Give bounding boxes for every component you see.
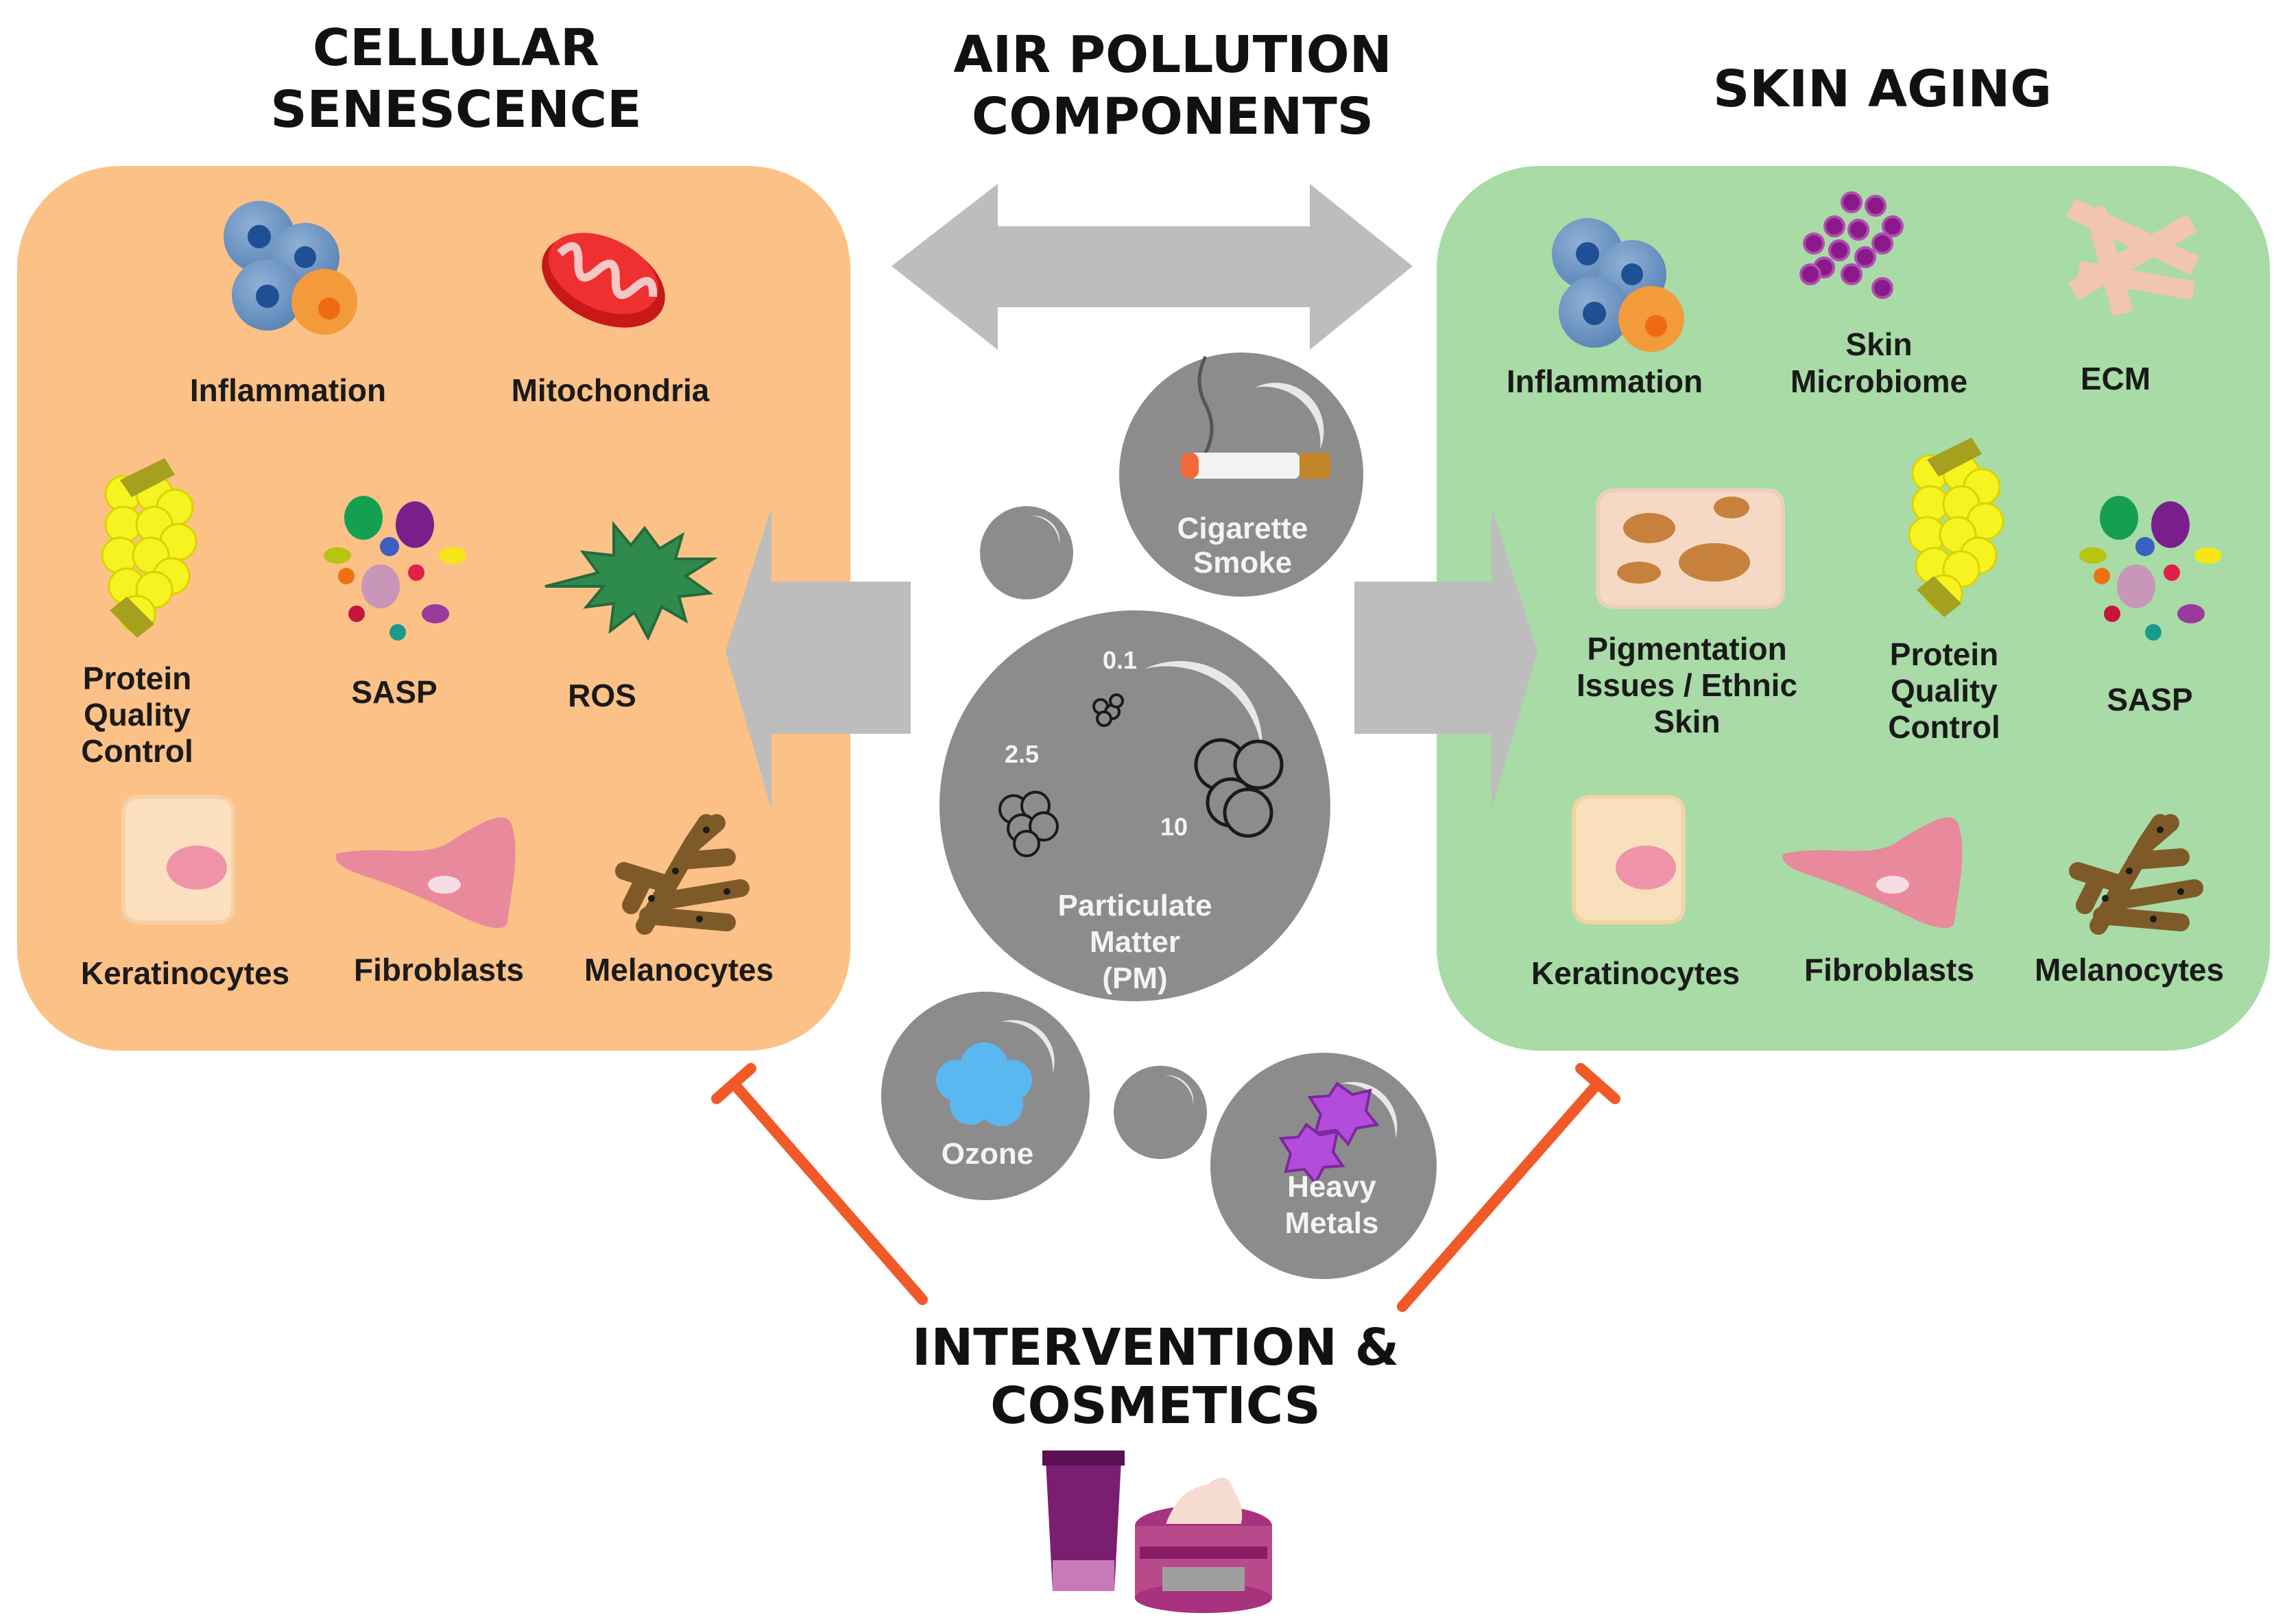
cigarette-smoke-bubble	[1119, 353, 1363, 597]
heavy-metals-label: Heavy Metals	[1285, 1170, 1379, 1240]
svg-text:Skin: Skin	[1845, 326, 1912, 362]
svg-text:Control: Control	[81, 733, 193, 769]
keratinocytes-label-left: Keratinocytes	[81, 955, 289, 991]
svg-text:Protein: Protein	[1890, 636, 1998, 672]
melanin-dots-left	[648, 826, 730, 922]
ozone-label: Ozone	[942, 1137, 1033, 1171]
svg-text:COSMETICS: COSMETICS	[990, 1376, 1321, 1435]
svg-text:Smoke: Smoke	[1193, 546, 1292, 580]
svg-text:Control: Control	[1888, 709, 2000, 745]
pigmentation-label: Pigmentation Issues / Ethnic Skin	[1577, 631, 1797, 739]
ros-icon	[544, 521, 718, 641]
melanocytes-label-right: Melanocytes	[2035, 952, 2224, 988]
inflammation-label-left: Inflammation	[190, 372, 386, 408]
svg-text:Quality: Quality	[84, 697, 191, 732]
protein-quality-icon-right	[1908, 438, 2004, 617]
svg-text:Matter: Matter	[1090, 925, 1180, 959]
pm-size-10: 10	[1160, 813, 1188, 841]
svg-text:CELLULAR: CELLULAR	[313, 19, 599, 77]
svg-text:SKIN AGING: SKIN AGING	[1713, 60, 2052, 119]
svg-text:Microbiome: Microbiome	[1791, 363, 1967, 399]
svg-text:SENESCENCE: SENESCENCE	[270, 80, 641, 139]
ecm-label: ECM	[2081, 361, 2151, 396]
small-bubble-bottom	[1114, 1066, 1207, 1159]
pm-size-0-1: 0.1	[1103, 646, 1137, 674]
cigarette-icon	[1190, 453, 1300, 479]
keratinocyte-icon-left	[121, 795, 235, 924]
mitochondria-label: Mitochondria	[512, 372, 710, 408]
ros-label: ROS	[568, 678, 636, 713]
melanocyte-icon-left	[615, 814, 750, 935]
fibroblast-icon-left	[335, 817, 516, 929]
svg-text:Skin: Skin	[1653, 704, 1720, 739]
sasp-icon-right	[2079, 496, 2222, 641]
keratinocyte-icon-right	[1572, 795, 1686, 924]
svg-text:Heavy: Heavy	[1287, 1170, 1376, 1204]
svg-text:COMPONENTS: COMPONENTS	[972, 87, 1374, 146]
svg-text:Pigmentation: Pigmentation	[1587, 631, 1786, 667]
inhibit-line-senescence	[711, 1063, 928, 1305]
svg-text:Issues / Ethnic: Issues / Ethnic	[1577, 667, 1797, 703]
melanin-dots-right	[2102, 826, 2184, 922]
pigmentation-icon	[1596, 488, 1785, 609]
particulate-matter-bubble	[939, 610, 1330, 1001]
svg-text:Cigarette: Cigarette	[1177, 512, 1308, 545]
svg-text:INTERVENTION &: INTERVENTION &	[912, 1318, 1399, 1377]
heavy-metal-crystals-icon	[1278, 1082, 1380, 1186]
microbiome-icon	[1799, 191, 1904, 299]
protein-quality-label-left: Protein Quality Control	[81, 660, 193, 769]
svg-text:Particulate: Particulate	[1058, 889, 1212, 922]
keratinocytes-label-right: Keratinocytes	[1531, 955, 1740, 991]
svg-text:Metals: Metals	[1285, 1206, 1379, 1240]
svg-text:AIR POLLUTION: AIR POLLUTION	[953, 25, 1391, 84]
ozone-bubble	[881, 992, 1090, 1200]
protein-quality-label-right: Protein Quality Control	[1888, 636, 2000, 745]
inflammation-label-right: Inflammation	[1507, 363, 1703, 399]
svg-text:Protein: Protein	[83, 660, 191, 696]
inflammation-icon-right	[1552, 218, 1684, 352]
svg-text:(PM): (PM)	[1102, 962, 1167, 995]
pm-particles-small	[1092, 693, 1124, 727]
fibroblasts-label-left: Fibroblasts	[354, 952, 524, 988]
sasp-icon-left	[324, 496, 466, 641]
mitochondria-icon	[542, 232, 665, 328]
double-arrow-top	[891, 184, 1413, 350]
ozone-cloud-icon	[936, 1042, 1032, 1126]
fibroblasts-label-right: Fibroblasts	[1804, 952, 1974, 988]
pm-particles-large	[1194, 738, 1284, 838]
air-pollution-title: AIR POLLUTION COMPONENTS	[953, 25, 1391, 146]
cosmetics-icon	[1042, 1450, 1272, 1613]
cigarette-smoke-label: Cigarette Smoke	[1177, 512, 1308, 580]
intervention-title: INTERVENTION & COSMETICS	[912, 1318, 1399, 1435]
inhibit-line-skin-aging	[1397, 1063, 1620, 1312]
pm-size-2-5: 2.5	[1005, 740, 1039, 768]
heavy-metals-bubble	[1210, 1053, 1437, 1279]
cellular-senescence-title: CELLULAR SENESCENCE	[270, 19, 641, 139]
skin-aging-title: SKIN AGING	[1713, 60, 2052, 119]
svg-text:Quality: Quality	[1891, 673, 1998, 708]
protein-quality-icon	[101, 458, 197, 638]
particulate-matter-label: Particulate Matter (PM)	[1058, 889, 1212, 995]
pm-particles-medium	[998, 791, 1059, 857]
small-bubble-top	[980, 506, 1073, 599]
sasp-label-right: SASP	[2107, 682, 2192, 717]
arrow-to-senescence	[726, 508, 911, 809]
fibroblast-icon-right	[1782, 817, 1963, 929]
microbiome-label: Skin Microbiome	[1791, 326, 1967, 399]
inflammation-icon	[224, 201, 357, 335]
sasp-label-left: SASP	[351, 674, 437, 710]
ecm-icon	[2066, 198, 2199, 317]
melanocytes-label-left: Melanocytes	[584, 952, 774, 988]
arrow-to-skin-aging	[1354, 508, 1537, 809]
